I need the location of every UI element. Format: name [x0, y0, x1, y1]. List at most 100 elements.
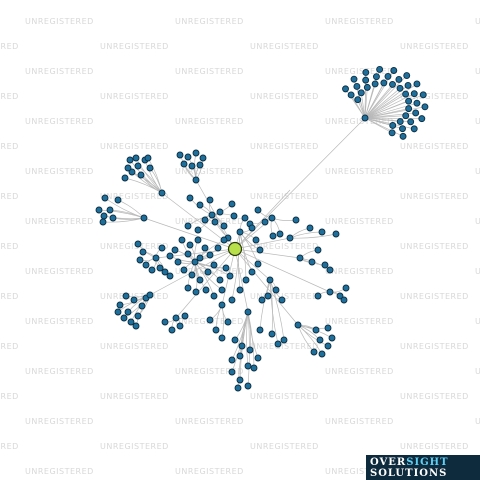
- leaf-node[interactable]: [106, 206, 114, 214]
- leaf-node[interactable]: [421, 103, 429, 111]
- leaf-node[interactable]: [100, 212, 108, 220]
- leaf-node[interactable]: [228, 368, 236, 376]
- leaf-node[interactable]: [272, 286, 280, 294]
- leaf-node[interactable]: [407, 118, 415, 126]
- leaf-node[interactable]: [148, 266, 156, 274]
- leaf-node[interactable]: [180, 266, 188, 274]
- leaf-node[interactable]: [188, 162, 196, 170]
- leaf-node[interactable]: [196, 201, 204, 209]
- leaf-node[interactable]: [218, 334, 226, 342]
- leaf-node[interactable]: [161, 268, 169, 276]
- leaf-node[interactable]: [326, 266, 334, 274]
- leaf-node[interactable]: [306, 224, 314, 232]
- leaf-node[interactable]: [321, 261, 329, 269]
- leaf-node[interactable]: [95, 206, 103, 214]
- leaf-node[interactable]: [412, 109, 420, 117]
- leaf-node[interactable]: [127, 318, 135, 326]
- leaf-node[interactable]: [362, 76, 370, 84]
- leaf-node[interactable]: [158, 244, 166, 252]
- leaf-node[interactable]: [404, 81, 412, 89]
- leaf-node[interactable]: [168, 326, 176, 334]
- leaf-node[interactable]: [354, 96, 362, 104]
- leaf-node[interactable]: [186, 241, 194, 249]
- leaf-node[interactable]: [419, 91, 427, 99]
- leaf-node[interactable]: [234, 384, 242, 392]
- hub-node[interactable]: [208, 211, 216, 219]
- leaf-node[interactable]: [403, 72, 411, 79]
- leaf-node[interactable]: [384, 72, 392, 80]
- leaf-node[interactable]: [418, 115, 426, 123]
- leaf-node[interactable]: [184, 250, 192, 258]
- leaf-node[interactable]: [396, 84, 404, 92]
- leaf-node[interactable]: [274, 340, 282, 348]
- hub-node[interactable]: [266, 276, 274, 284]
- leaf-node[interactable]: [201, 216, 209, 224]
- leaf-node[interactable]: [184, 153, 192, 161]
- hub-node[interactable]: [236, 228, 244, 236]
- leaf-node[interactable]: [199, 154, 207, 162]
- leaf-node[interactable]: [201, 244, 209, 252]
- leaf-node[interactable]: [342, 85, 349, 93]
- leaf-node[interactable]: [134, 240, 142, 248]
- leaf-node[interactable]: [196, 161, 204, 169]
- leaf-node[interactable]: [184, 222, 192, 230]
- hub-node[interactable]: [146, 291, 154, 299]
- leaf-node[interactable]: [166, 252, 174, 260]
- hub-node[interactable]: [326, 288, 334, 296]
- leaf-node[interactable]: [136, 256, 144, 264]
- leaf-node[interactable]: [328, 334, 336, 342]
- leaf-node[interactable]: [122, 292, 130, 300]
- leaf-node[interactable]: [128, 168, 136, 176]
- leaf-node[interactable]: [126, 156, 134, 164]
- leaf-node[interactable]: [250, 364, 258, 372]
- leaf-node[interactable]: [256, 246, 264, 254]
- leaf-node[interactable]: [137, 171, 145, 179]
- leaf-node[interactable]: [216, 276, 224, 284]
- leaf-node[interactable]: [228, 296, 236, 304]
- leaf-node[interactable]: [134, 312, 142, 320]
- leaf-node[interactable]: [236, 376, 244, 384]
- leaf-node[interactable]: [324, 324, 332, 332]
- leaf-node[interactable]: [380, 79, 388, 87]
- leaf-node[interactable]: [130, 296, 138, 304]
- hub-node[interactable]: [191, 258, 199, 266]
- leaf-node[interactable]: [114, 308, 122, 316]
- leaf-node[interactable]: [242, 276, 250, 284]
- hub-node[interactable]: [361, 114, 369, 122]
- leaf-node[interactable]: [144, 154, 152, 162]
- leaf-node[interactable]: [230, 212, 238, 220]
- leaf-node[interactable]: [114, 196, 122, 204]
- leaf-node[interactable]: [139, 248, 147, 256]
- leaf-node[interactable]: [405, 97, 413, 105]
- leaf-node[interactable]: [236, 352, 244, 360]
- leaf-node[interactable]: [357, 89, 365, 97]
- leaf-node[interactable]: [371, 80, 379, 88]
- leaf-node[interactable]: [192, 149, 200, 157]
- leaf-node[interactable]: [268, 330, 276, 338]
- leaf-node[interactable]: [231, 336, 239, 344]
- leaf-node[interactable]: [244, 362, 252, 370]
- leaf-node[interactable]: [396, 118, 404, 125]
- leaf-node[interactable]: [332, 230, 340, 238]
- leaf-node[interactable]: [376, 65, 384, 73]
- leaf-node[interactable]: [402, 90, 410, 98]
- leaf-node[interactable]: [124, 164, 132, 172]
- leaf-node[interactable]: [258, 296, 266, 304]
- hub-node[interactable]: [152, 254, 160, 262]
- leaf-node[interactable]: [171, 246, 179, 254]
- leaf-node[interactable]: [184, 284, 192, 292]
- leaf-node[interactable]: [236, 286, 244, 294]
- leaf-node[interactable]: [395, 76, 403, 83]
- leaf-node[interactable]: [211, 218, 219, 226]
- leaf-node[interactable]: [390, 67, 398, 74]
- leaf-node[interactable]: [99, 218, 107, 226]
- leaf-node[interactable]: [292, 216, 300, 224]
- leaf-node[interactable]: [142, 261, 150, 269]
- leaf-node[interactable]: [314, 292, 322, 300]
- hub-node[interactable]: [294, 321, 302, 329]
- leaf-node[interactable]: [146, 164, 154, 172]
- leaf-node[interactable]: [318, 350, 326, 358]
- leaf-node[interactable]: [340, 296, 348, 304]
- leaf-node[interactable]: [353, 83, 361, 90]
- leaf-node[interactable]: [314, 246, 322, 254]
